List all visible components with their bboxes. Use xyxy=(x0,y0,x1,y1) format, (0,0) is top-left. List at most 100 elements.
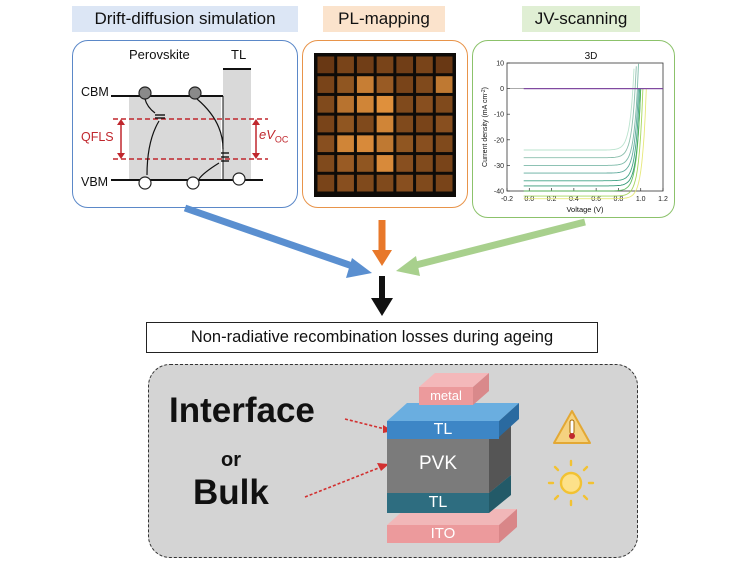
tl-bottom-side xyxy=(489,475,511,513)
perovskite-label: Perovskite xyxy=(129,47,190,62)
jv-series-line xyxy=(523,88,641,182)
pl-tile xyxy=(356,115,374,133)
pl-tile xyxy=(435,95,453,113)
tl-top-side xyxy=(499,403,519,437)
pl-tile xyxy=(416,56,433,74)
pl-tile xyxy=(356,135,374,153)
pl-tile xyxy=(416,135,433,153)
pl-tile xyxy=(396,135,414,153)
jv-series-line xyxy=(523,68,635,151)
pl-tile xyxy=(356,174,374,192)
jv-series-line xyxy=(523,88,642,192)
jv-y-tick-label: -20 xyxy=(494,137,504,144)
pl-tile xyxy=(396,174,414,192)
jv-y-axis-label: Current density (mA cm-2) xyxy=(481,87,489,167)
pl-tile xyxy=(317,115,335,133)
caption-box: Non-radiative recombination losses durin… xyxy=(146,322,598,353)
tl-bottom-label: TL xyxy=(428,494,448,511)
jv-y-tick-label: 10 xyxy=(496,61,504,68)
jv-x-tick-label: 0.8 xyxy=(614,196,624,203)
tl-top-top xyxy=(387,403,519,421)
band-diagram xyxy=(111,68,268,190)
pl-tile xyxy=(337,76,354,93)
pl-tile xyxy=(337,174,354,192)
pl-tile xyxy=(376,115,394,133)
interface-label: Interface xyxy=(169,391,315,430)
pl-tile xyxy=(356,95,374,113)
pvk-label: PVK xyxy=(418,453,458,474)
pl-tile xyxy=(376,76,394,93)
qfls-label: QFLS xyxy=(81,130,114,144)
jv-header: JV-scanning xyxy=(522,6,640,32)
blue-arrow-head xyxy=(346,258,372,278)
orange-arrow-head xyxy=(372,250,392,266)
pl-map xyxy=(314,53,456,197)
pl-tile xyxy=(337,155,354,172)
pl-tile xyxy=(416,76,433,93)
evoc-arrow-head-up xyxy=(252,119,260,125)
jv-series-line xyxy=(523,63,639,166)
jv-series-line xyxy=(523,88,639,174)
qfls-arrow-head-up xyxy=(117,119,125,125)
hole-3 xyxy=(232,172,246,186)
jv-x-tick-label: 1.2 xyxy=(658,196,668,203)
pl-tile xyxy=(337,115,354,133)
pl-tile xyxy=(416,95,433,113)
pl-tile xyxy=(416,155,433,172)
tl-bottom-front xyxy=(387,493,489,513)
bottom-panel: Interface or Bulk xyxy=(148,364,638,558)
pl-tile xyxy=(317,135,335,153)
jv-x-tick-label: 0.6 xyxy=(591,196,601,203)
vbm-label: VBM xyxy=(81,175,109,189)
jv-y-tick-label: -30 xyxy=(494,163,504,170)
metal-side xyxy=(473,373,489,405)
recomb-arrow-3 xyxy=(196,98,224,150)
pl-tile xyxy=(337,56,354,74)
jv-x-tick-label: 0.2 xyxy=(547,196,557,203)
pl-tile xyxy=(396,115,414,133)
recomb-arrow-2 xyxy=(146,120,160,176)
pl-tile xyxy=(416,115,433,133)
pl-tile xyxy=(435,115,453,133)
trap-states-lower xyxy=(221,152,229,162)
qfls-arrow-head-down xyxy=(117,153,125,159)
tl-label: TL xyxy=(231,47,247,62)
pl-tile xyxy=(376,56,394,74)
pl-tile xyxy=(435,174,453,192)
cbm-label: CBM xyxy=(81,85,109,99)
pl-grid xyxy=(317,56,453,192)
pl-tile xyxy=(317,56,335,74)
metal-front xyxy=(419,387,473,405)
recomb-arrow-4 xyxy=(198,162,220,180)
jv-x-tick-label: 1.0 xyxy=(636,196,646,203)
trap-states-upper xyxy=(155,114,165,119)
pl-tile xyxy=(356,155,374,172)
pl-header: PL-mapping xyxy=(323,6,445,32)
jv-y-tick-label: 0 xyxy=(500,86,504,93)
evoc-main: eV xyxy=(259,127,275,142)
jv-y-tick-label: -40 xyxy=(494,189,504,196)
pl-tile xyxy=(396,95,414,113)
jv-x-tick-label: 0.0 xyxy=(524,196,534,203)
pl-tile xyxy=(376,95,394,113)
tl-top-label: TL xyxy=(433,421,453,438)
metal-top xyxy=(419,373,489,387)
ito-label: ITO xyxy=(430,525,456,542)
interface-arrow xyxy=(344,418,386,430)
jv-x-tick-label: 0.4 xyxy=(569,196,579,203)
pl-tile xyxy=(356,56,374,74)
bulk-label: Bulk xyxy=(193,473,269,512)
tl-top-front xyxy=(387,421,499,439)
drift-header: Drift-diffusion simulation xyxy=(72,6,298,32)
jv-series-line xyxy=(523,66,637,159)
pl-tile xyxy=(317,174,335,192)
recomb-arrow-1 xyxy=(144,98,156,114)
jv-series-line xyxy=(523,88,644,197)
pl-tile xyxy=(356,76,374,93)
pl-tile xyxy=(435,56,453,74)
jv-series-line xyxy=(523,88,647,200)
hole-1 xyxy=(138,176,152,190)
device-stack xyxy=(304,373,595,543)
green-arrow-head xyxy=(396,256,420,276)
